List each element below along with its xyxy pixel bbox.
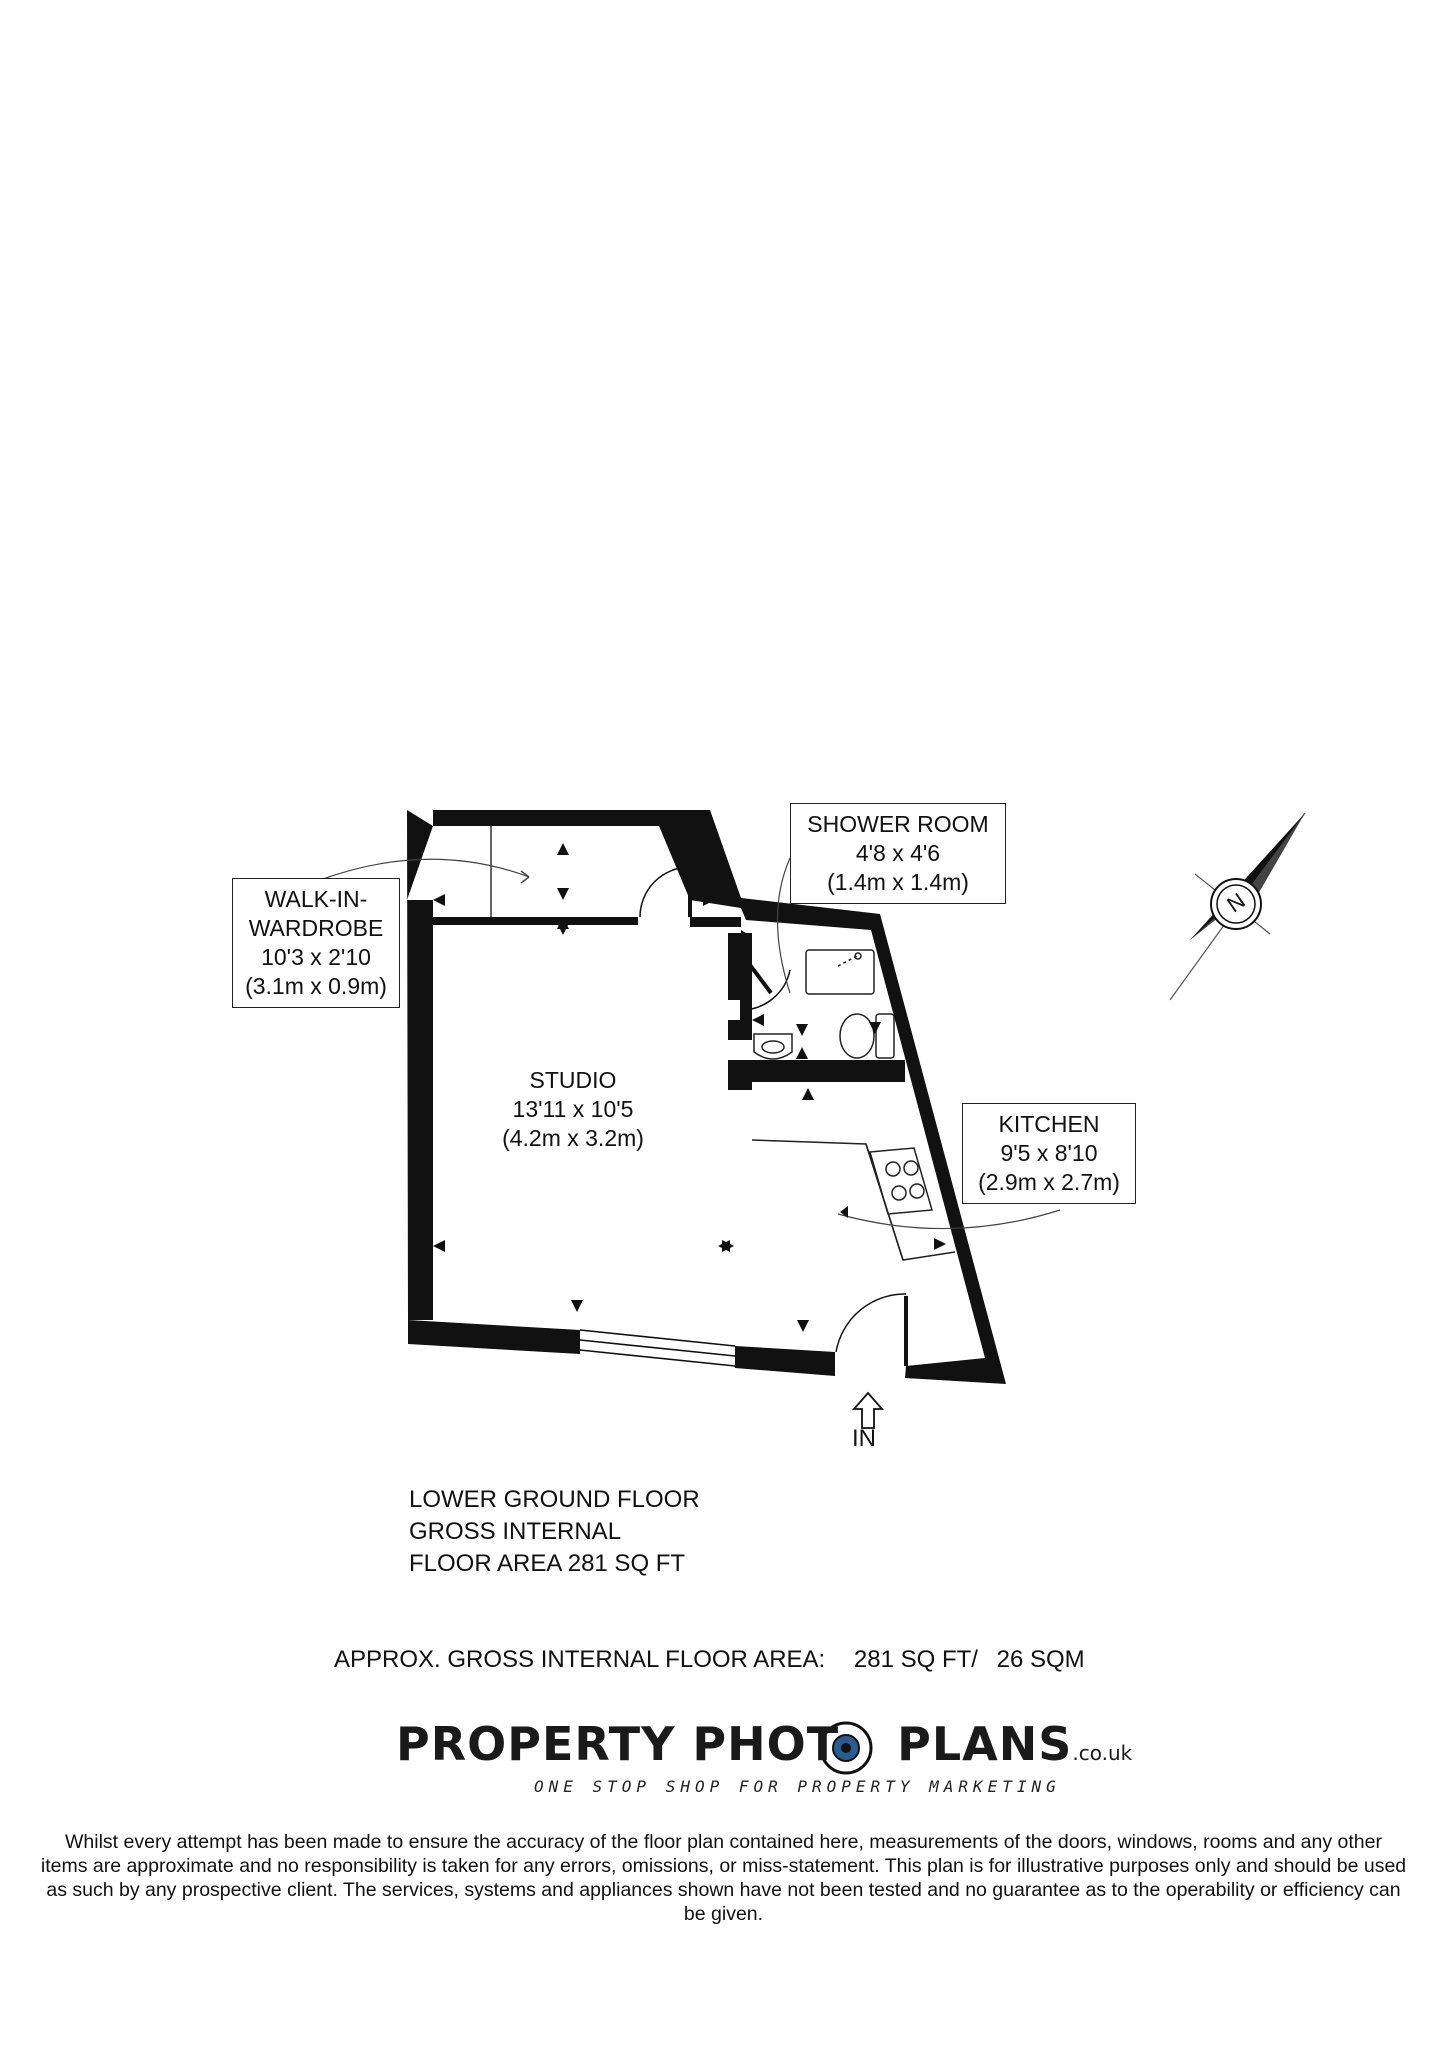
floor-info-line2: GROSS INTERNAL	[409, 1518, 622, 1545]
brand-name-right: PLANS	[897, 1717, 1073, 1771]
studio-size-imperial: 13'11 x 10'5	[512, 1096, 634, 1122]
brand-logo: PROPERTY PHOT PLANS.co.uk	[396, 1717, 1132, 1771]
shower-tray	[805, 949, 875, 995]
brand-tagline: ONE STOP SHOP FOR PROPERTY MARKETING	[534, 1777, 1061, 1796]
toilet	[839, 1013, 895, 1059]
window	[579, 1329, 736, 1367]
wardrobe-name: WALK-IN- WARDROBE	[248, 886, 384, 941]
kitchen-size-metric: (2.9m x 2.7m)	[978, 1169, 1120, 1195]
brand-name-left: PROPERTY PHOT	[396, 1717, 840, 1771]
kitchen-counter	[751, 1139, 956, 1261]
shower-size-metric: (1.4m x 1.4m)	[827, 869, 969, 895]
door-entrance	[835, 1293, 908, 1366]
hob	[869, 1147, 933, 1215]
shower-name: SHOWER ROOM	[807, 811, 989, 837]
wardrobe-size-metric: (3.1m x 0.9m)	[245, 973, 387, 999]
disclaimer: Whilst every attempt has been made to en…	[40, 1831, 1407, 1925]
compass-icon	[1169, 812, 1306, 1001]
wall-structure	[407, 810, 1006, 1384]
brand-domain: .co.uk	[1072, 1741, 1133, 1765]
kitchen-size-imperial: 9'5 x 8'10	[1000, 1140, 1098, 1166]
room-label-studio: STUDIO 13'11 x 10'5 (4.2m x 3.2m)	[488, 1066, 658, 1153]
total-area: APPROX. GROSS INTERNAL FLOOR AREA: 281 S…	[334, 1644, 1085, 1676]
total-area-label: APPROX. GROSS INTERNAL FLOOR AREA:	[334, 1646, 826, 1673]
room-label-kitchen: KITCHEN 9'5 x 8'10 (2.9m x 2.7m)	[962, 1103, 1136, 1204]
floor-info-line3: FLOOR AREA 281 SQ FT	[409, 1550, 686, 1577]
wardrobe-size-imperial: 10'3 x 2'10	[261, 944, 371, 970]
total-area-sqm: 26 SQM	[996, 1646, 1085, 1673]
kitchen-name: KITCHEN	[998, 1111, 1100, 1137]
logo-badge-icon	[819, 1721, 873, 1775]
floor-info-line1: LOWER GROUND FLOOR	[409, 1486, 700, 1513]
door-shower	[739, 951, 791, 1011]
shower-size-imperial: 4'8 x 4'6	[855, 840, 941, 866]
studio-size-metric: (4.2m x 3.2m)	[502, 1125, 644, 1151]
wash-basin	[753, 1033, 793, 1060]
studio-name: STUDIO	[529, 1067, 617, 1093]
entrance-label: IN	[852, 1425, 876, 1452]
floor-info: LOWER GROUND FLOOR GROSS INTERNAL FLOOR …	[409, 1484, 700, 1580]
door-wardrobe	[639, 866, 692, 918]
room-label-shower: SHOWER ROOM 4'8 x 4'6 (1.4m x 1.4m)	[790, 803, 1006, 904]
room-label-wardrobe: WALK-IN- WARDROBE 10'3 x 2'10 (3.1m x 0.…	[232, 878, 400, 1008]
dimension-markers	[433, 843, 946, 1332]
total-area-sqft: 281 SQ FT/	[853, 1646, 978, 1673]
leader-lines	[319, 857, 1061, 1230]
entrance-arrow-icon	[852, 1391, 884, 1429]
